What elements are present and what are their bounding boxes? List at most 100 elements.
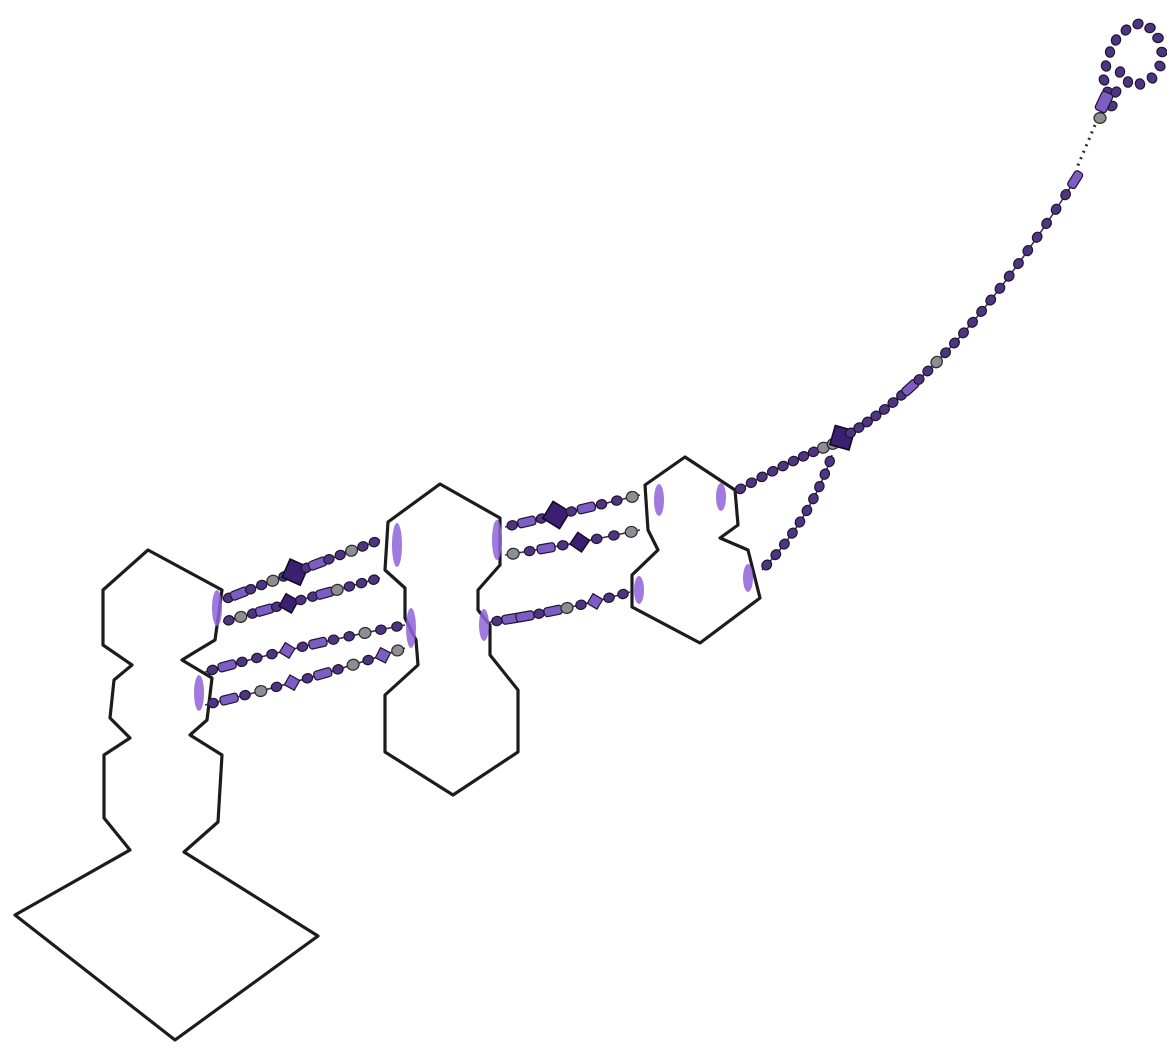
round-bead xyxy=(270,681,283,693)
round-bead xyxy=(223,615,235,626)
round-bead xyxy=(244,584,257,595)
tube-bead xyxy=(219,692,239,706)
round-bead xyxy=(327,634,340,645)
connector-mark xyxy=(194,675,204,711)
connector-mark xyxy=(716,483,726,511)
diamond-crystal-bead xyxy=(568,531,591,553)
round-bead xyxy=(266,648,278,660)
round-bead xyxy=(391,621,403,632)
dotted-chain-section xyxy=(1074,124,1097,171)
tube-bead xyxy=(576,501,597,515)
round-bead xyxy=(334,549,346,561)
connector-mark xyxy=(212,590,222,626)
round-bead xyxy=(301,673,314,684)
round-bead xyxy=(239,689,251,701)
round-bead xyxy=(565,506,578,517)
round-bead xyxy=(236,656,248,668)
round-bead xyxy=(617,588,629,600)
round-bead xyxy=(323,554,335,565)
round-bead xyxy=(922,365,934,377)
round-bead xyxy=(1100,60,1112,72)
round-bead xyxy=(787,527,798,539)
round-bead xyxy=(491,615,503,627)
round-bead xyxy=(368,574,380,585)
gray-bead xyxy=(391,644,405,657)
middle-component xyxy=(383,482,520,797)
beads xyxy=(206,18,1167,709)
round-bead xyxy=(913,373,925,385)
tube-bead xyxy=(217,659,237,673)
round-bead xyxy=(575,599,587,611)
diamond-crystal-bead xyxy=(586,592,604,610)
round-bead xyxy=(887,397,899,408)
round-bead xyxy=(1060,189,1071,201)
connector-mark xyxy=(406,608,416,648)
right-component xyxy=(630,455,762,645)
round-bead xyxy=(368,536,381,548)
threads xyxy=(204,171,1081,706)
round-bead xyxy=(878,403,890,415)
gray-bead xyxy=(506,547,520,560)
round-bead xyxy=(940,347,952,359)
round-bead xyxy=(814,480,825,493)
round-bead xyxy=(787,455,800,467)
round-bead xyxy=(1041,217,1052,230)
connector-mark xyxy=(654,484,664,516)
round-bead xyxy=(1013,257,1024,270)
right-component-outline xyxy=(630,455,762,645)
round-bead xyxy=(1003,270,1015,282)
round-bead xyxy=(994,282,1006,294)
round-bead xyxy=(296,641,309,652)
round-bead xyxy=(1154,60,1166,72)
round-bead xyxy=(1134,78,1146,90)
round-bead xyxy=(949,337,960,349)
round-bead xyxy=(801,504,813,517)
middle-component-outline xyxy=(383,482,520,797)
gray-bead xyxy=(624,525,638,538)
round-bead xyxy=(1156,46,1167,58)
round-bead xyxy=(958,327,969,339)
round-bead xyxy=(976,305,988,317)
tube-bead xyxy=(308,636,328,650)
round-bead xyxy=(357,541,369,552)
round-bead xyxy=(761,559,773,571)
tube-bead xyxy=(313,667,333,681)
gray-bead xyxy=(330,583,344,596)
gray-bead xyxy=(560,601,574,615)
round-bead xyxy=(808,492,819,505)
diamond-crystal-bead xyxy=(283,674,301,692)
round-bead xyxy=(1120,24,1132,36)
connector-mark xyxy=(743,564,753,592)
round-bead xyxy=(778,538,790,550)
gray-bead xyxy=(1093,111,1107,124)
round-bead xyxy=(1110,34,1122,46)
round-bead xyxy=(770,549,782,561)
gray-bead xyxy=(254,684,268,698)
round-bead xyxy=(777,460,789,472)
round-bead xyxy=(985,294,997,306)
round-bead xyxy=(590,533,603,545)
gray-bead xyxy=(344,544,359,557)
tube-bead xyxy=(1094,90,1114,114)
tube-bead xyxy=(536,542,556,555)
round-bead xyxy=(255,579,268,591)
round-bead xyxy=(251,652,263,664)
round-bead xyxy=(734,483,747,495)
round-bead xyxy=(756,471,768,483)
gray-bead xyxy=(346,658,360,671)
connector-marks xyxy=(194,483,753,711)
connector-mark xyxy=(392,523,402,567)
diamond-crystal-bead xyxy=(278,641,296,660)
gray-bead xyxy=(358,626,372,639)
round-bead xyxy=(1122,76,1134,88)
tube-bead xyxy=(515,610,535,623)
round-bead xyxy=(343,631,355,642)
round-bead xyxy=(206,664,219,676)
tube-bead xyxy=(543,604,563,618)
round-bead xyxy=(794,516,806,528)
left-component xyxy=(13,548,320,1042)
round-bead xyxy=(1152,32,1164,44)
round-bead xyxy=(1132,18,1144,30)
tube-bead xyxy=(517,515,537,529)
round-bead xyxy=(557,540,569,551)
